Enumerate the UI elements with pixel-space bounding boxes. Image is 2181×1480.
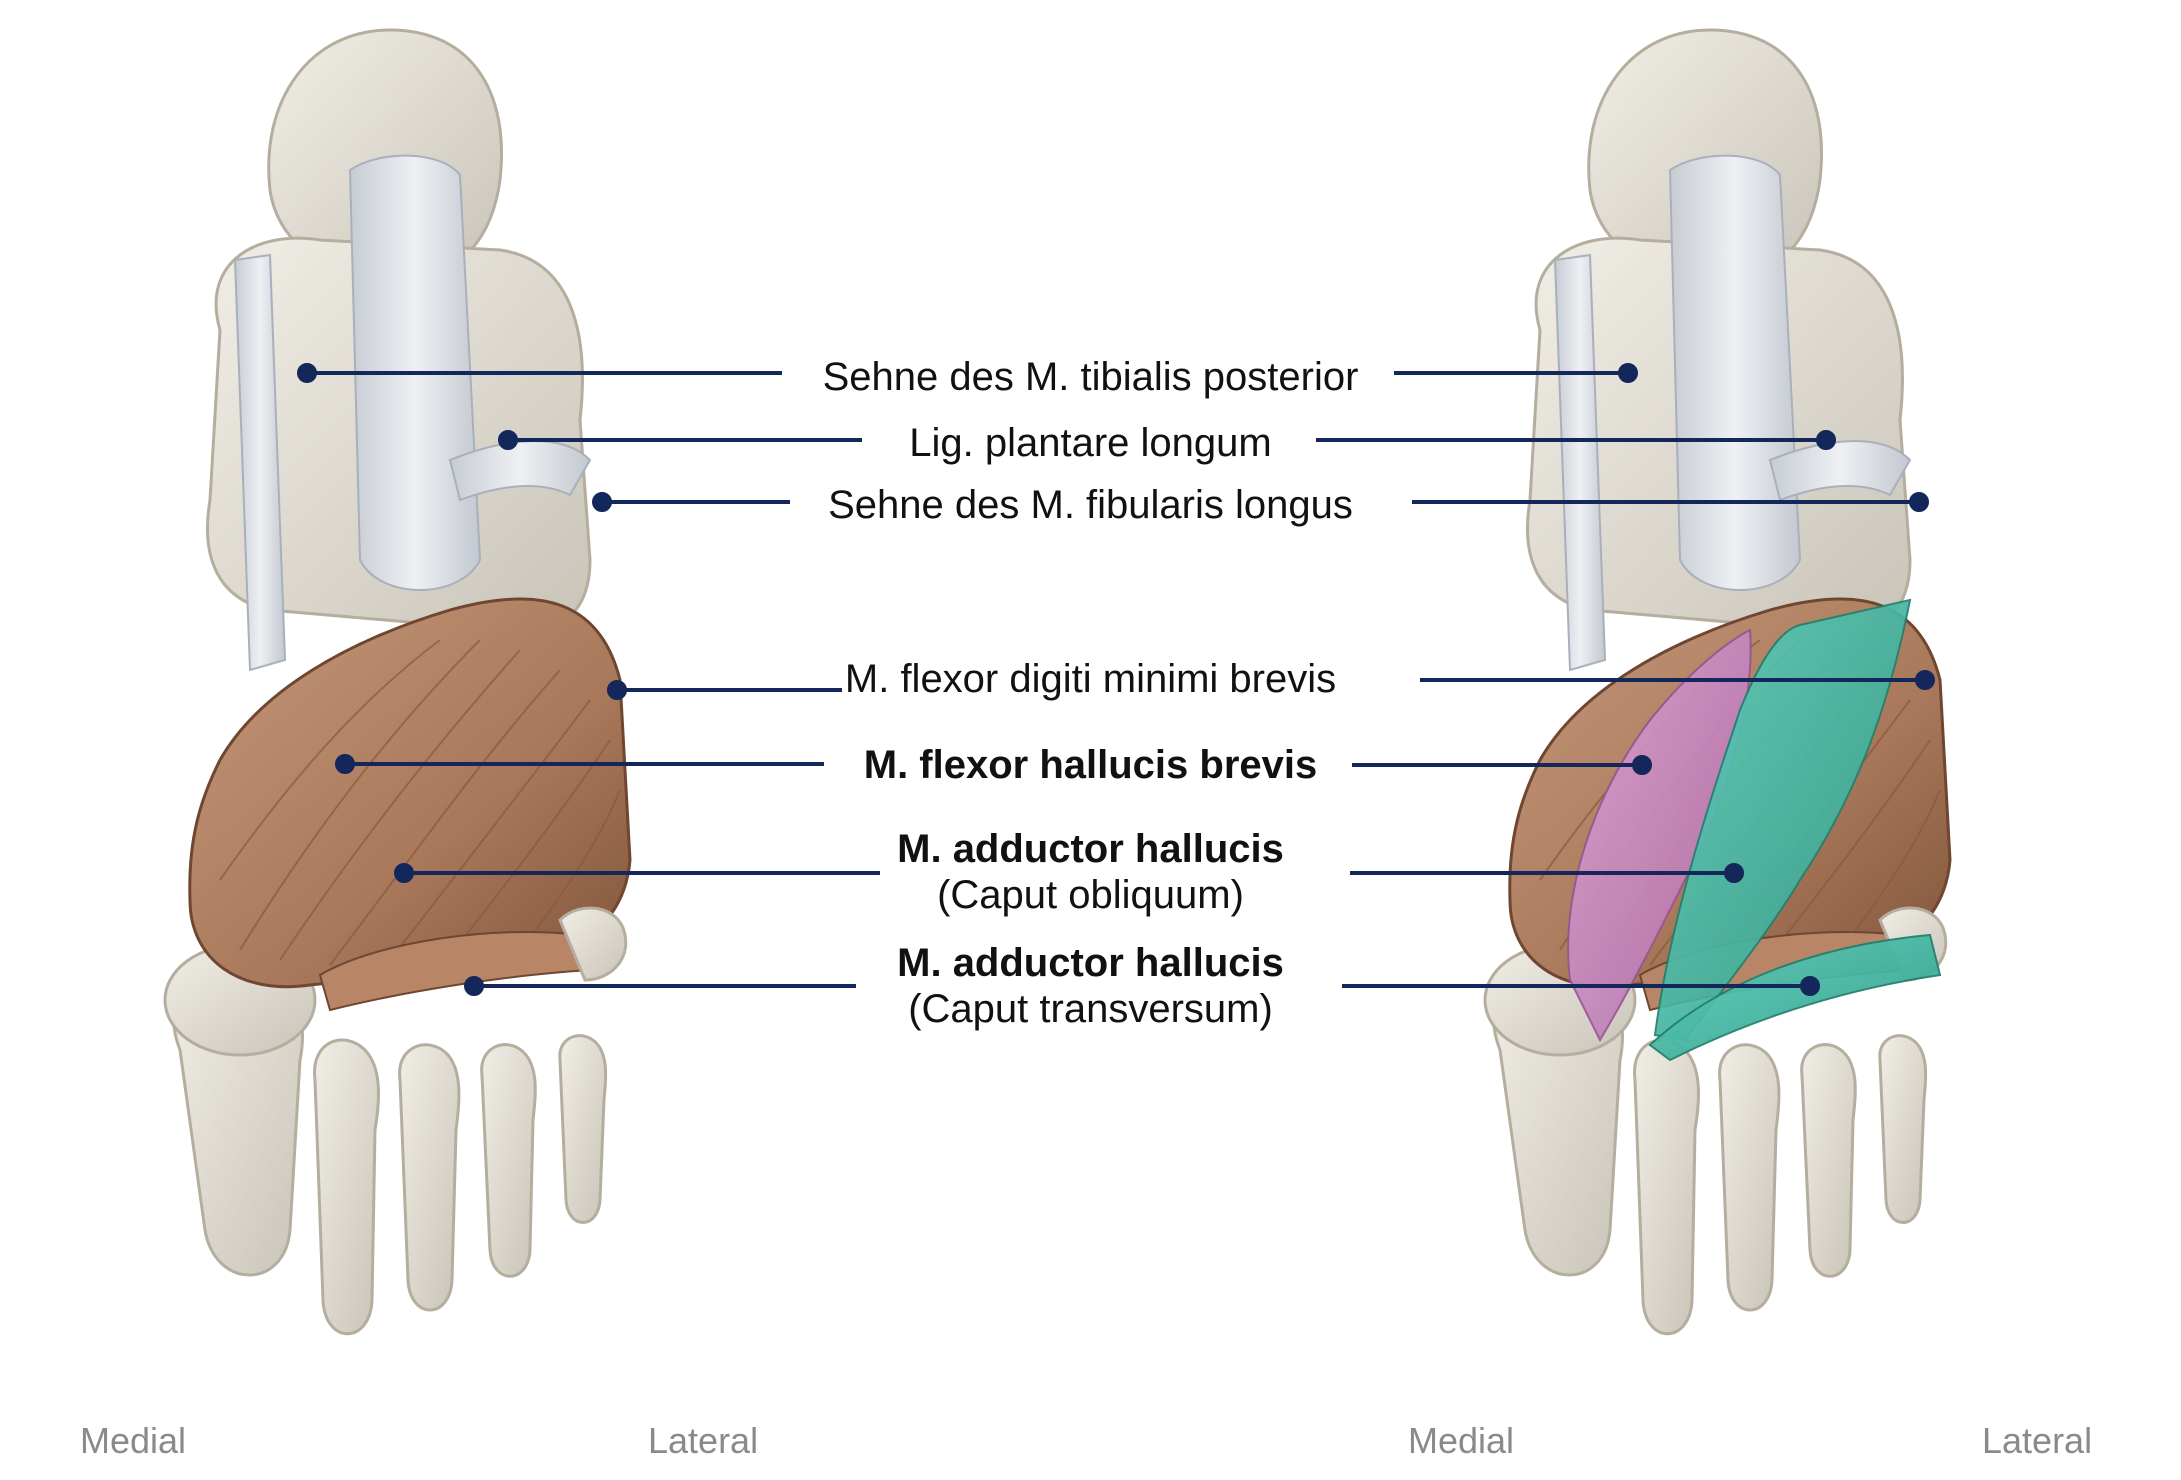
label-plantare-longum: Lig. plantare longum	[909, 421, 1272, 465]
orientation-left-medial: Medial	[80, 1420, 187, 1461]
label-adductor-obliquum-title: M. adductor hallucis	[897, 827, 1284, 871]
label-tibialis-posterior: Sehne des M. tibialis posterior	[822, 355, 1359, 399]
label-adductor-transversum-title: M. adductor hallucis	[897, 941, 1284, 985]
leader-lines	[297, 363, 1935, 996]
right-foot	[1483, 28, 1952, 1336]
label-flexor-digiti-minimi: M. flexor digiti minimi brevis	[844, 657, 1337, 701]
label-adductor-obliquum-sub: (Caput obliquum)	[937, 873, 1244, 917]
orientation-left-lateral: Lateral	[648, 1420, 759, 1461]
orientation-right-lateral: Lateral	[1982, 1420, 2093, 1461]
label-fibularis-longus: Sehne des M. fibularis longus	[828, 483, 1353, 527]
flexor-hallucis-brevis-highlight	[1567, 628, 1752, 1043]
adductor-transversum-highlight	[1648, 933, 1942, 1062]
orientation-right-medial: Medial	[1408, 1420, 1515, 1461]
label-adductor-transversum-sub: (Caput transversum)	[908, 987, 1273, 1031]
adductor-obliquum-highlight	[1653, 598, 1912, 1042]
label-flexor-hallucis-brevis: M. flexor hallucis brevis	[863, 743, 1318, 787]
